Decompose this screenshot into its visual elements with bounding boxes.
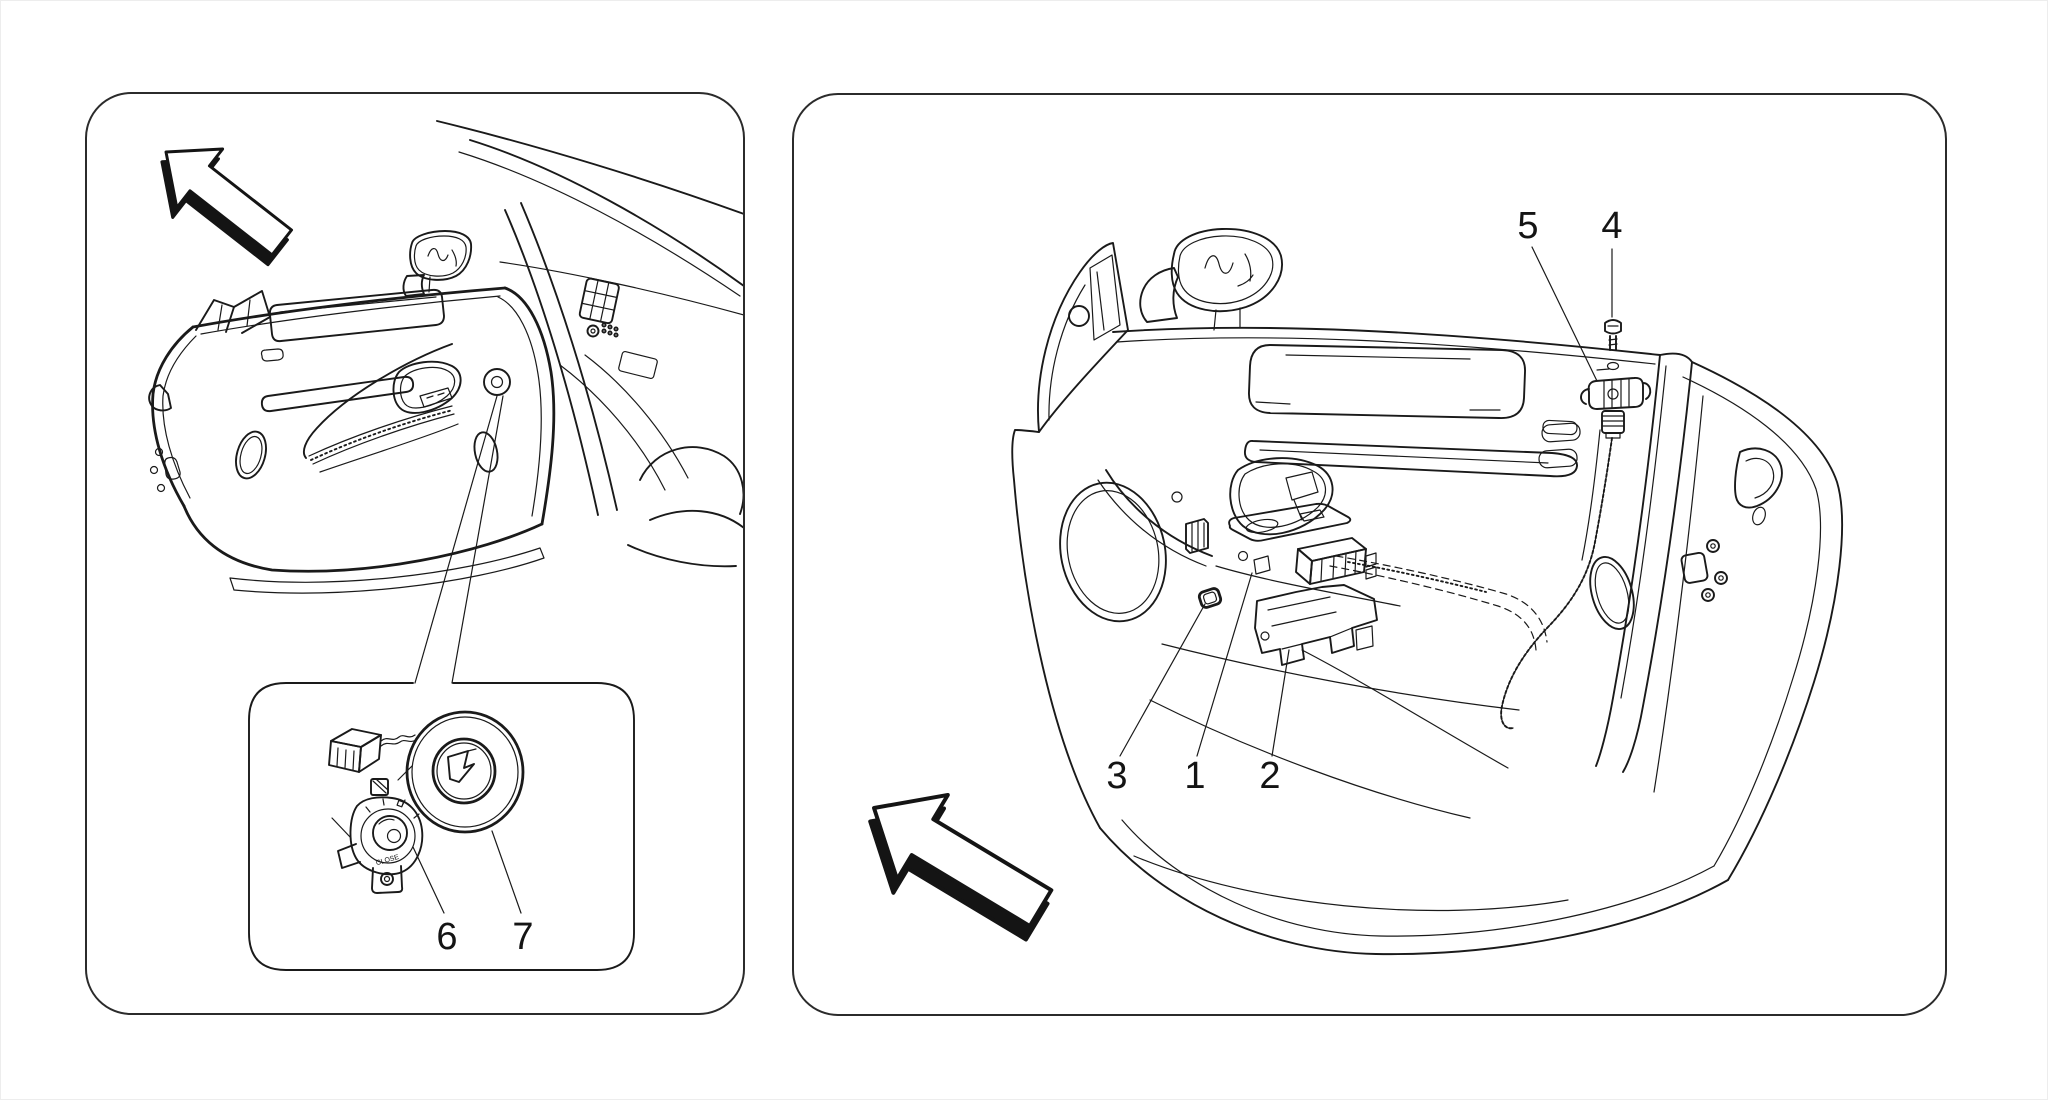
- part-label-5: 5: [1517, 205, 1539, 247]
- left-panel-door-overview: [85, 92, 745, 1015]
- right-panel-door-components: [792, 93, 1947, 1016]
- part-label-7: 7: [512, 916, 534, 958]
- part-label-6: 6: [436, 916, 458, 958]
- part-label-2: 2: [1259, 755, 1281, 797]
- part-label-1: 1: [1184, 755, 1206, 797]
- part-label-3: 3: [1106, 755, 1128, 797]
- part-label-4: 4: [1601, 205, 1623, 247]
